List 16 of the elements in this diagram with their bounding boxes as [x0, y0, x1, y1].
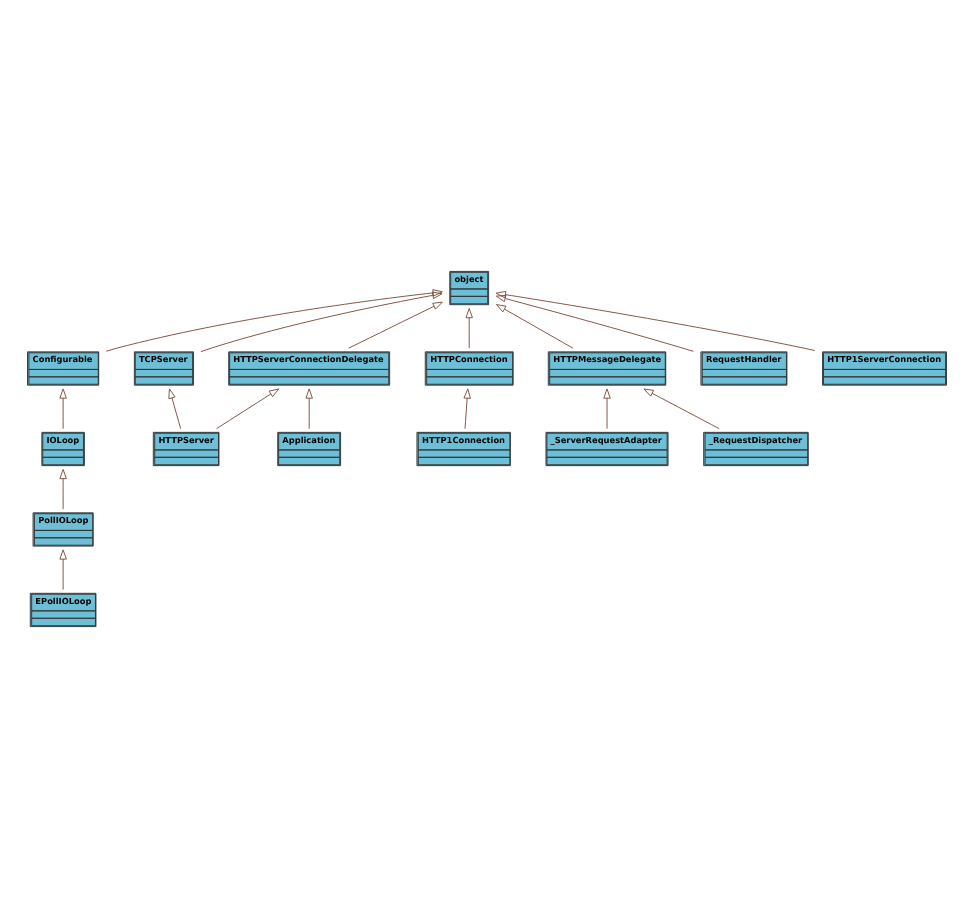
arrow: [59, 549, 67, 591]
arrow: [105, 289, 443, 352]
arrow: [348, 301, 443, 349]
arrow: [168, 388, 182, 430]
arrow: [200, 291, 443, 353]
arrow: [495, 294, 694, 352]
arrow: [59, 388, 67, 430]
arrow: [643, 388, 720, 430]
arrow: [59, 468, 67, 510]
arrow: [495, 304, 574, 349]
arrow: [495, 290, 816, 351]
arrow: [216, 388, 280, 430]
arrow: [603, 388, 611, 430]
arrow: [305, 388, 313, 430]
arrow: [465, 308, 473, 349]
arrow: [463, 388, 471, 430]
